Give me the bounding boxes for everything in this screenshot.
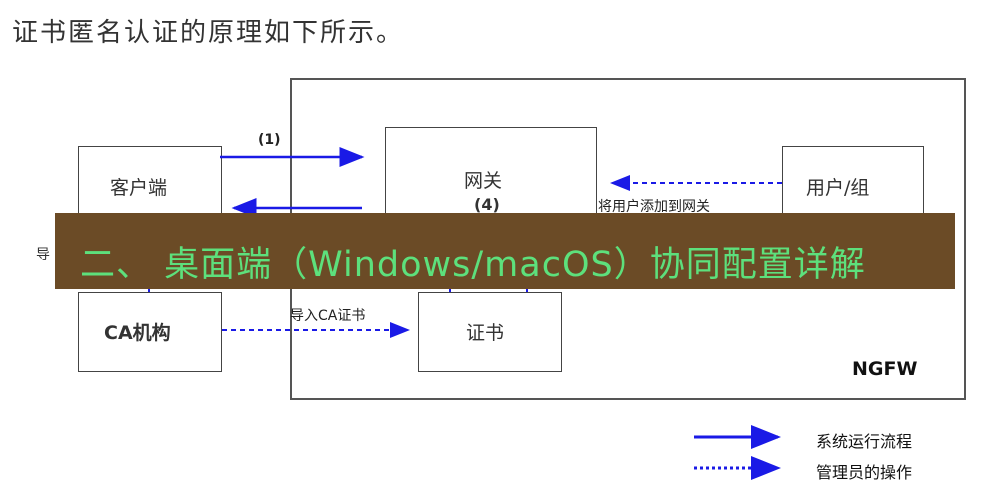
legend-system-flow-label: 系统运行流程: [816, 432, 913, 451]
section-banner-text: 二、 桌面端（Windows/macOS）协同配置详解: [80, 245, 866, 285]
ca-box: [78, 292, 222, 372]
gateway-box: [385, 127, 597, 229]
gateway-label: 网关: [464, 170, 503, 192]
import-ca-label: 导入CA证书: [290, 308, 366, 324]
cert-label: 证书: [466, 322, 505, 344]
cert-box: [418, 292, 562, 372]
ca-label: CA机构: [104, 322, 171, 344]
step1-label: (1): [258, 132, 281, 148]
legend-admin-op-label: 管理员的操作: [816, 463, 913, 482]
ngfw-label: NGFW: [852, 358, 918, 380]
partial-left-label: 导: [36, 247, 50, 263]
add-user-label: 将用户添加到网关: [598, 199, 710, 215]
page-title: 证书匿名认证的原理如下所示。: [12, 18, 405, 48]
section-banner: [55, 213, 955, 289]
gateway-step-label: (4): [474, 195, 500, 214]
user-group-label: 用户/组: [806, 177, 870, 199]
client-label: 客户端: [110, 177, 168, 199]
